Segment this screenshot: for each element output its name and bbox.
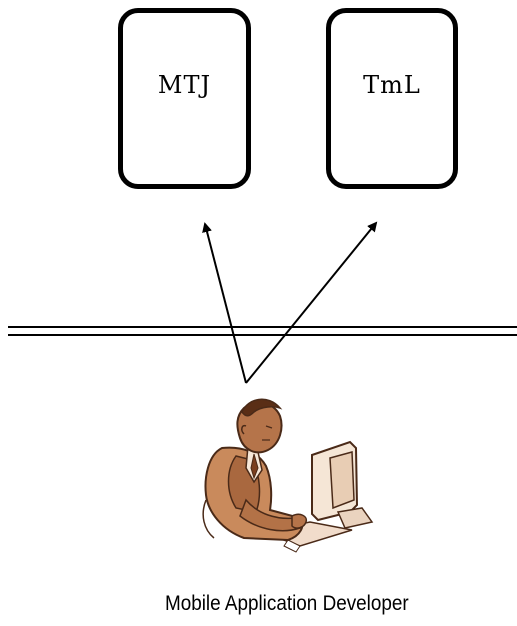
tml-box-label: TmL [363, 71, 421, 99]
mtj-box: MTJ [118, 8, 251, 189]
developer-at-computer-icon [202, 398, 374, 553]
arrow-to-mtj [202, 222, 247, 384]
mtj-box-label: MTJ [157, 71, 212, 99]
tml-box: TmL [326, 8, 458, 189]
arrow-to-tml [245, 221, 378, 384]
boundary-double-line [8, 326, 517, 336]
actor-caption: Mobile Application Developer [164, 592, 409, 615]
